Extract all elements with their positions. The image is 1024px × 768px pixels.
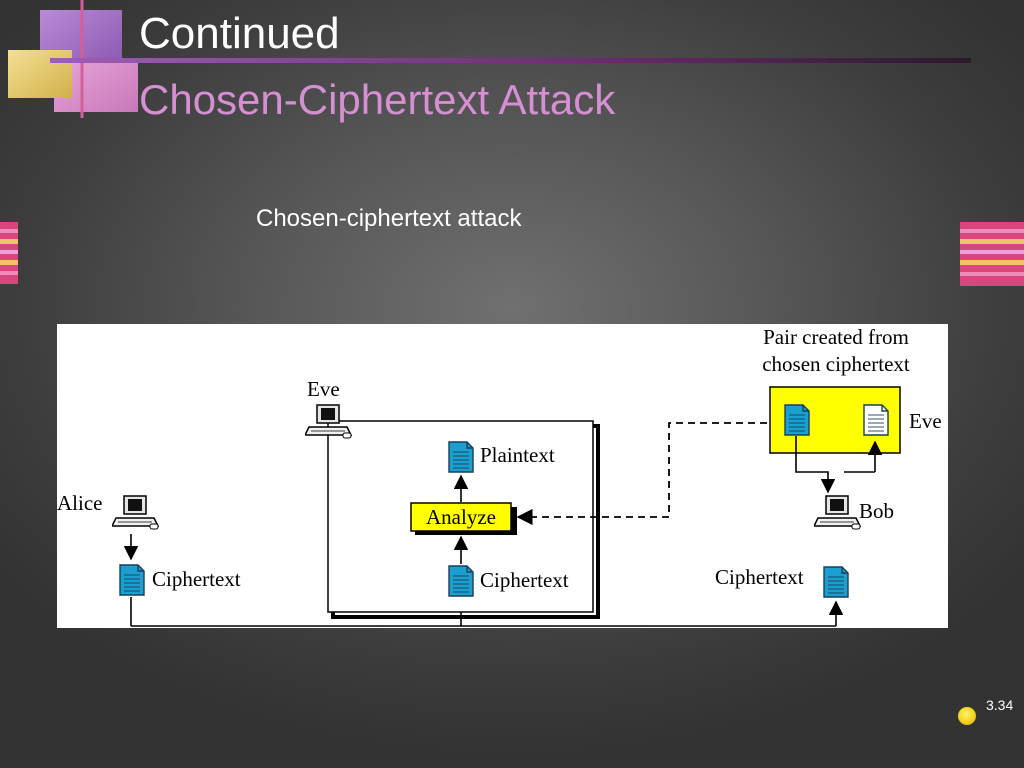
pair-to-bob-connectors: [795, 436, 875, 494]
slide-number: 3.34: [986, 697, 1014, 713]
ciphertext-bob-label: Ciphertext: [715, 565, 804, 589]
plaintext-label: Plaintext: [480, 443, 555, 467]
pair-created-label-line2: chosen ciphertext: [762, 352, 910, 376]
slide-title: Continued: [139, 9, 340, 58]
chosen-ciphertext-diagram: Alice Ciphertext Eve Plaintext Analyze C…: [57, 324, 948, 628]
ciphertext-document-icon: [823, 566, 849, 598]
ciphertext-document-icon: [448, 565, 474, 597]
analyze-box: [410, 502, 512, 532]
pair-created-label-line1: Pair created from: [763, 325, 909, 349]
title-divider: [50, 58, 971, 63]
diagram-canvas: Alice Ciphertext Eve Plaintext Analyze C…: [57, 325, 942, 627]
left-stripe-decoration: [0, 222, 18, 284]
right-stripe-decoration: [960, 222, 1024, 286]
analyze-label: Analyze: [426, 505, 496, 529]
ciphertext-document-icon: [119, 564, 145, 596]
bob-label: Bob: [859, 499, 894, 523]
alice-label: Alice: [57, 491, 102, 515]
slide-subtitle: Chosen-Ciphertext Attack: [139, 76, 616, 123]
diagram-caption: Chosen-ciphertext attack: [256, 205, 522, 232]
computer-icon: [814, 495, 861, 530]
corner-decoration: [0, 0, 140, 120]
eve-right-label: Eve: [909, 409, 942, 433]
ciphertext-document-icon: [784, 404, 810, 436]
bullet-dot-icon: [958, 707, 976, 725]
ciphertext-center-label: Ciphertext: [480, 568, 569, 592]
computer-icon: [112, 495, 159, 530]
eve-top-label: Eve: [307, 377, 340, 401]
corner-squares-graphic: [8, 0, 138, 118]
plaintext-document-icon: [863, 404, 889, 436]
chosen-pair-dashed-arrow: [516, 422, 767, 526]
plaintext-result-document-icon: [448, 441, 474, 473]
ciphertext-alice-label: Ciphertext: [152, 567, 241, 591]
